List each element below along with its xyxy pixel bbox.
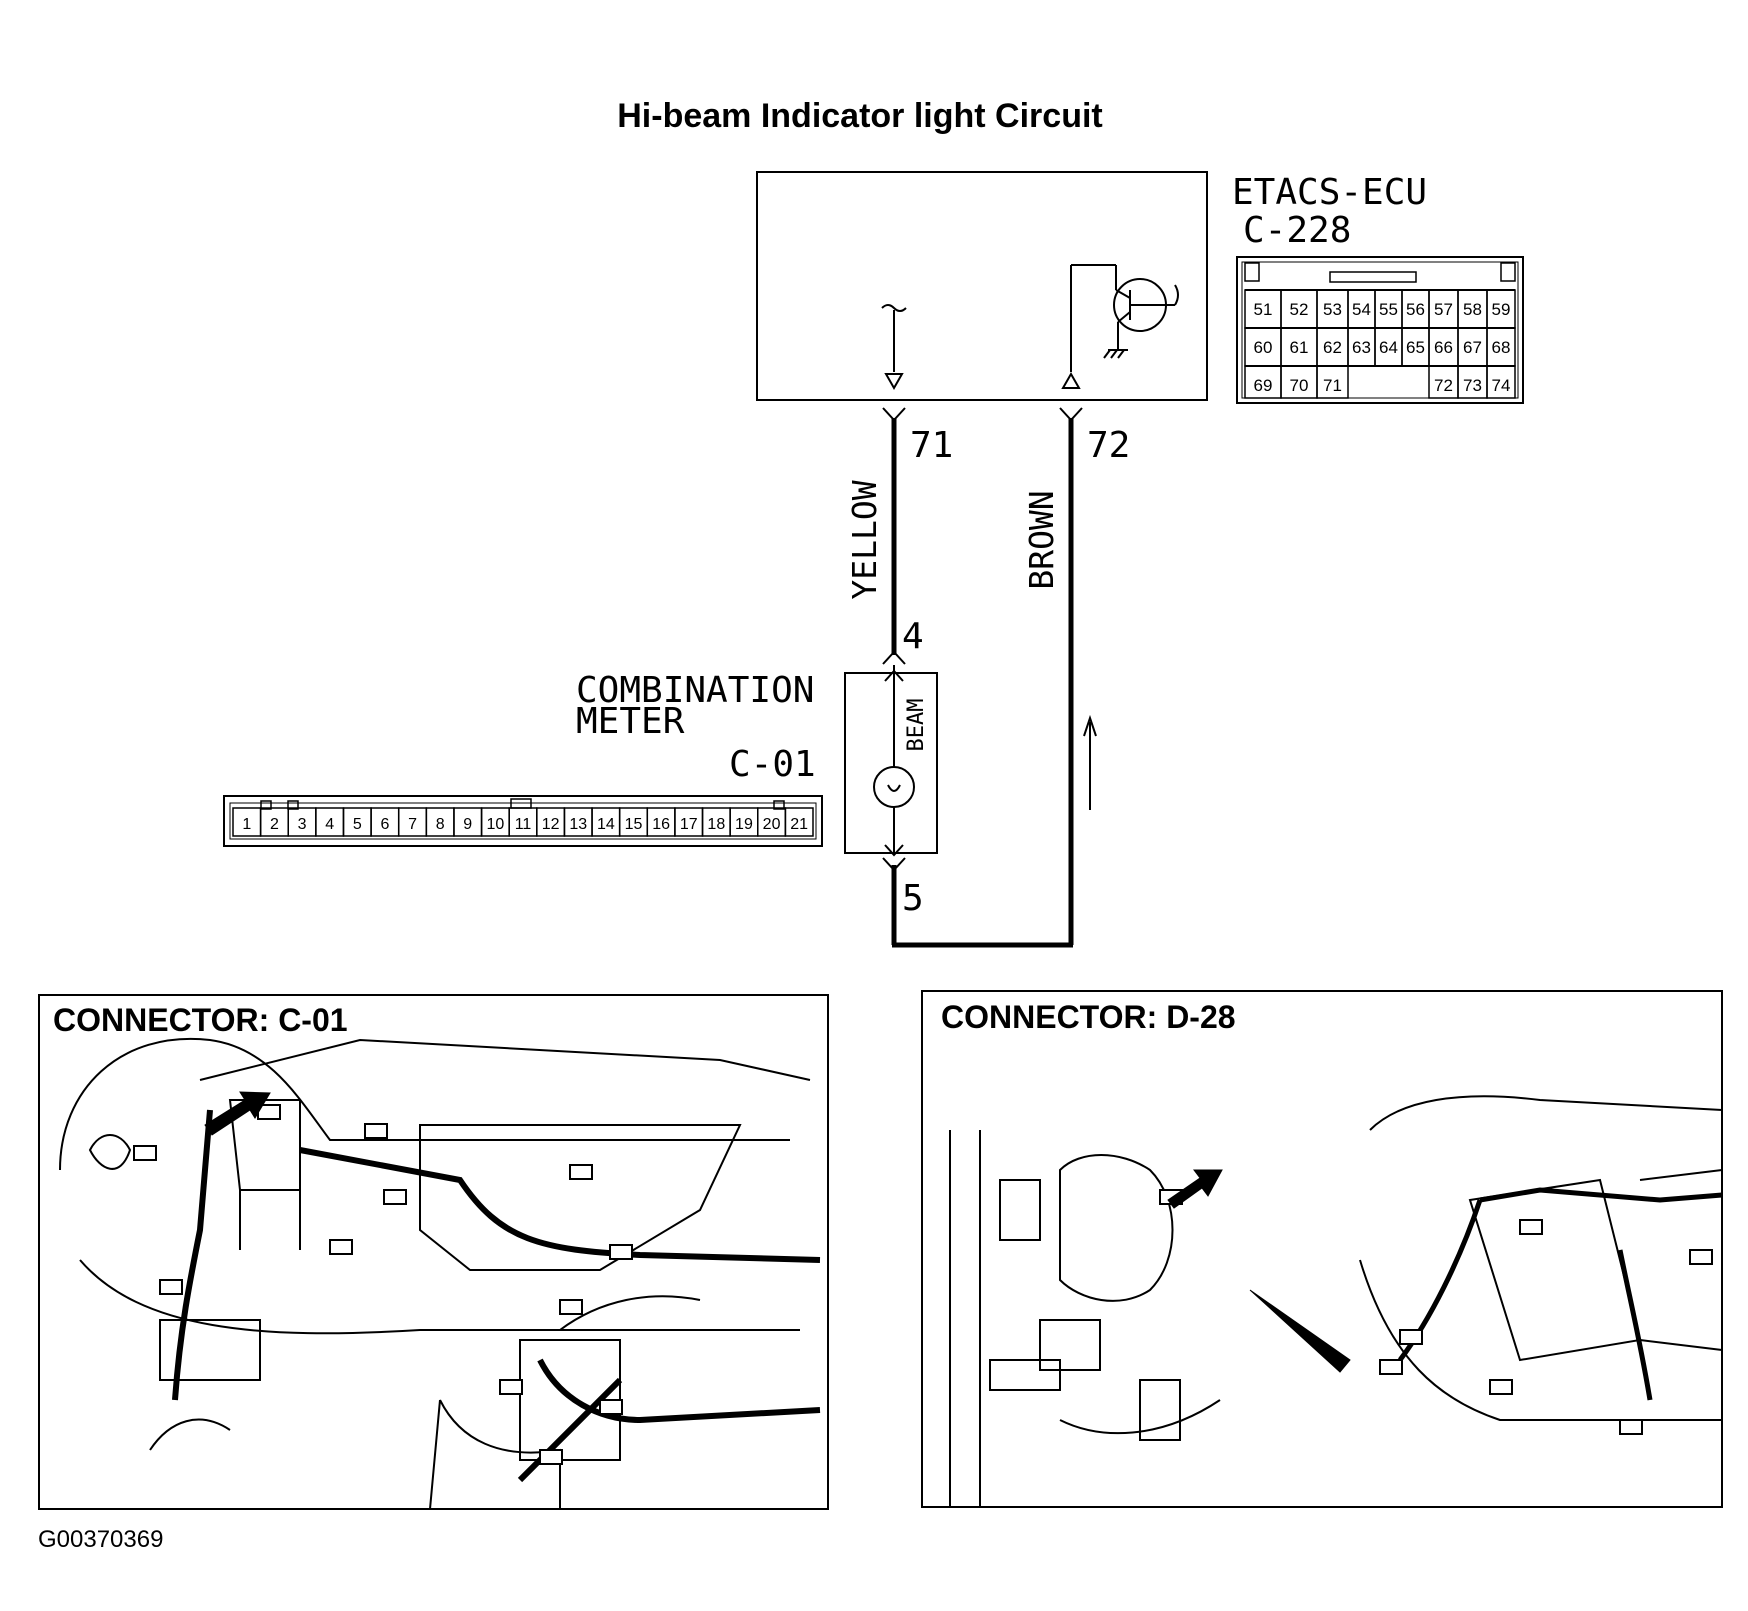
c228-pin-label: 51 bbox=[1254, 300, 1273, 319]
meter-pin-5-label: 5 bbox=[902, 878, 924, 919]
diagram-title: Hi-beam Indicator light Circuit bbox=[617, 97, 1102, 135]
ecu-connector-id: C-228 bbox=[1243, 210, 1351, 251]
panel-connector-c01: CONNECTOR: C-01 bbox=[38, 994, 829, 1510]
c01-pin-cell bbox=[784, 807, 814, 837]
c01-pin-label: 16 bbox=[652, 816, 670, 833]
c228-pin-label: 71 bbox=[1323, 376, 1342, 395]
ecu-name: ETACS-ECU bbox=[1232, 172, 1427, 213]
c01-pin-label: 11 bbox=[515, 816, 532, 833]
c228-pin-label: 61 bbox=[1290, 338, 1309, 357]
c228-pin-label: 66 bbox=[1434, 338, 1453, 357]
c01-location-arrow-icon bbox=[204, 1091, 271, 1136]
connector-blocks-c01 bbox=[133, 1104, 633, 1465]
c228-pin-label: 67 bbox=[1463, 338, 1482, 357]
ecu-input-symbol bbox=[881, 304, 907, 391]
meter-pin-4-label: 4 bbox=[902, 616, 924, 657]
ecu-box bbox=[756, 171, 1208, 401]
c228-pin-cell bbox=[1486, 365, 1516, 399]
c228-pin-label: 63 bbox=[1352, 338, 1371, 357]
panel-c01-title: CONNECTOR: C-01 bbox=[53, 1002, 348, 1038]
panel-connector-d28: CONNECTOR: D-28 bbox=[921, 990, 1723, 1508]
c228-pin-label: 52 bbox=[1290, 300, 1309, 319]
c01-pin-label: 3 bbox=[298, 816, 307, 833]
c01-pin-label: 6 bbox=[380, 816, 389, 833]
c228-pin-label: 74 bbox=[1492, 376, 1511, 395]
c228-pin-label: 58 bbox=[1463, 300, 1482, 319]
c01-pin-label: 18 bbox=[707, 816, 725, 833]
c228-pin-label: 62 bbox=[1323, 338, 1342, 357]
yellow-wire-label: YELLOW bbox=[845, 480, 884, 599]
c01-pin-label: 12 bbox=[542, 816, 560, 833]
c01-pin-label: 8 bbox=[436, 816, 445, 833]
etacs-ecu-unit: ETACS-ECU C-228 bbox=[756, 171, 1427, 401]
c01-pin-label: 14 bbox=[597, 816, 615, 833]
c228-pin-label: 59 bbox=[1492, 300, 1511, 319]
figure-code: G00370369 bbox=[38, 1526, 163, 1553]
c01-pin-label: 1 bbox=[242, 816, 251, 833]
meter-name-line2: METER bbox=[576, 701, 685, 742]
lamp-label: BEAM bbox=[904, 699, 929, 752]
c228-pin-label: 69 bbox=[1254, 376, 1273, 395]
c228-pin-label: 64 bbox=[1379, 338, 1398, 357]
c228-pin-label: 68 bbox=[1492, 338, 1511, 357]
under-dash-illustration-d28 bbox=[949, 1095, 1723, 1507]
c228-pin-label: 60 bbox=[1254, 338, 1273, 357]
meter-name-line1: COMBINATION bbox=[576, 670, 814, 711]
c228-pin-label: 55 bbox=[1379, 300, 1398, 319]
brown-wire-label: BROWN bbox=[1022, 490, 1061, 589]
c228-pin-label: 65 bbox=[1406, 338, 1425, 357]
dashboard-illustration-c01 bbox=[59, 1037, 811, 1510]
c01-pin-label: 5 bbox=[353, 816, 362, 833]
d28-zoom-pointer-icon bbox=[1249, 1289, 1351, 1373]
c01-pin-label: 13 bbox=[569, 816, 587, 833]
c01-pin-label: 4 bbox=[325, 816, 334, 833]
c01-pin-label: 7 bbox=[408, 816, 417, 833]
c228-pin-cell bbox=[1316, 365, 1349, 399]
ecu-pin-72-label: 72 bbox=[1087, 425, 1130, 466]
ecu-pin-71-label: 71 bbox=[910, 425, 953, 466]
c228-pin-label: 54 bbox=[1352, 300, 1371, 319]
c01-pin-label: 17 bbox=[680, 816, 698, 833]
c228-pin-label: 72 bbox=[1434, 376, 1453, 395]
c228-pin-label: 70 bbox=[1290, 376, 1309, 395]
c228-pin-label: 57 bbox=[1434, 300, 1453, 319]
current-direction-arrow bbox=[1083, 714, 1097, 810]
c01-pin-label: 2 bbox=[270, 816, 279, 833]
c01-pin-label: 9 bbox=[463, 816, 472, 833]
c228-pin-cells: 51 52 53 54 55 56 57 58 59 60 61 62 63 64 65 66 67 68 69 70… bbox=[1244, 289, 1516, 399]
c228-pin-label: 73 bbox=[1463, 376, 1482, 395]
wiring: 71 4 YELLOW 72 BROWN 5 bbox=[845, 407, 1130, 948]
hi-beam-lamp-icon bbox=[873, 766, 915, 808]
c01-pin-label: 21 bbox=[790, 816, 808, 833]
c228-pin-label: 53 bbox=[1323, 300, 1342, 319]
c01-pin-label: 20 bbox=[763, 816, 781, 833]
c228-pin-label: 56 bbox=[1406, 300, 1425, 319]
c01-pin-label: 19 bbox=[735, 816, 753, 833]
meter-connector-id: C-01 bbox=[729, 744, 816, 785]
c01-pin-label: 10 bbox=[486, 816, 504, 833]
d28-location-arrow-icon bbox=[1167, 1169, 1223, 1209]
c01-pin-label: 15 bbox=[625, 816, 643, 833]
connector-c228-face: 51 52 53 54 55 56 57 58 59 60 61 62 63 64 65 66 67 68 69 70… bbox=[1236, 256, 1524, 404]
panel-d28-title: CONNECTOR: D-28 bbox=[941, 999, 1236, 1035]
combination-meter: BEAM COMBINATION METER C-01 bbox=[576, 665, 938, 857]
connector-blocks-d28 bbox=[1159, 1189, 1713, 1435]
ecu-transistor-symbol bbox=[1061, 264, 1179, 389]
